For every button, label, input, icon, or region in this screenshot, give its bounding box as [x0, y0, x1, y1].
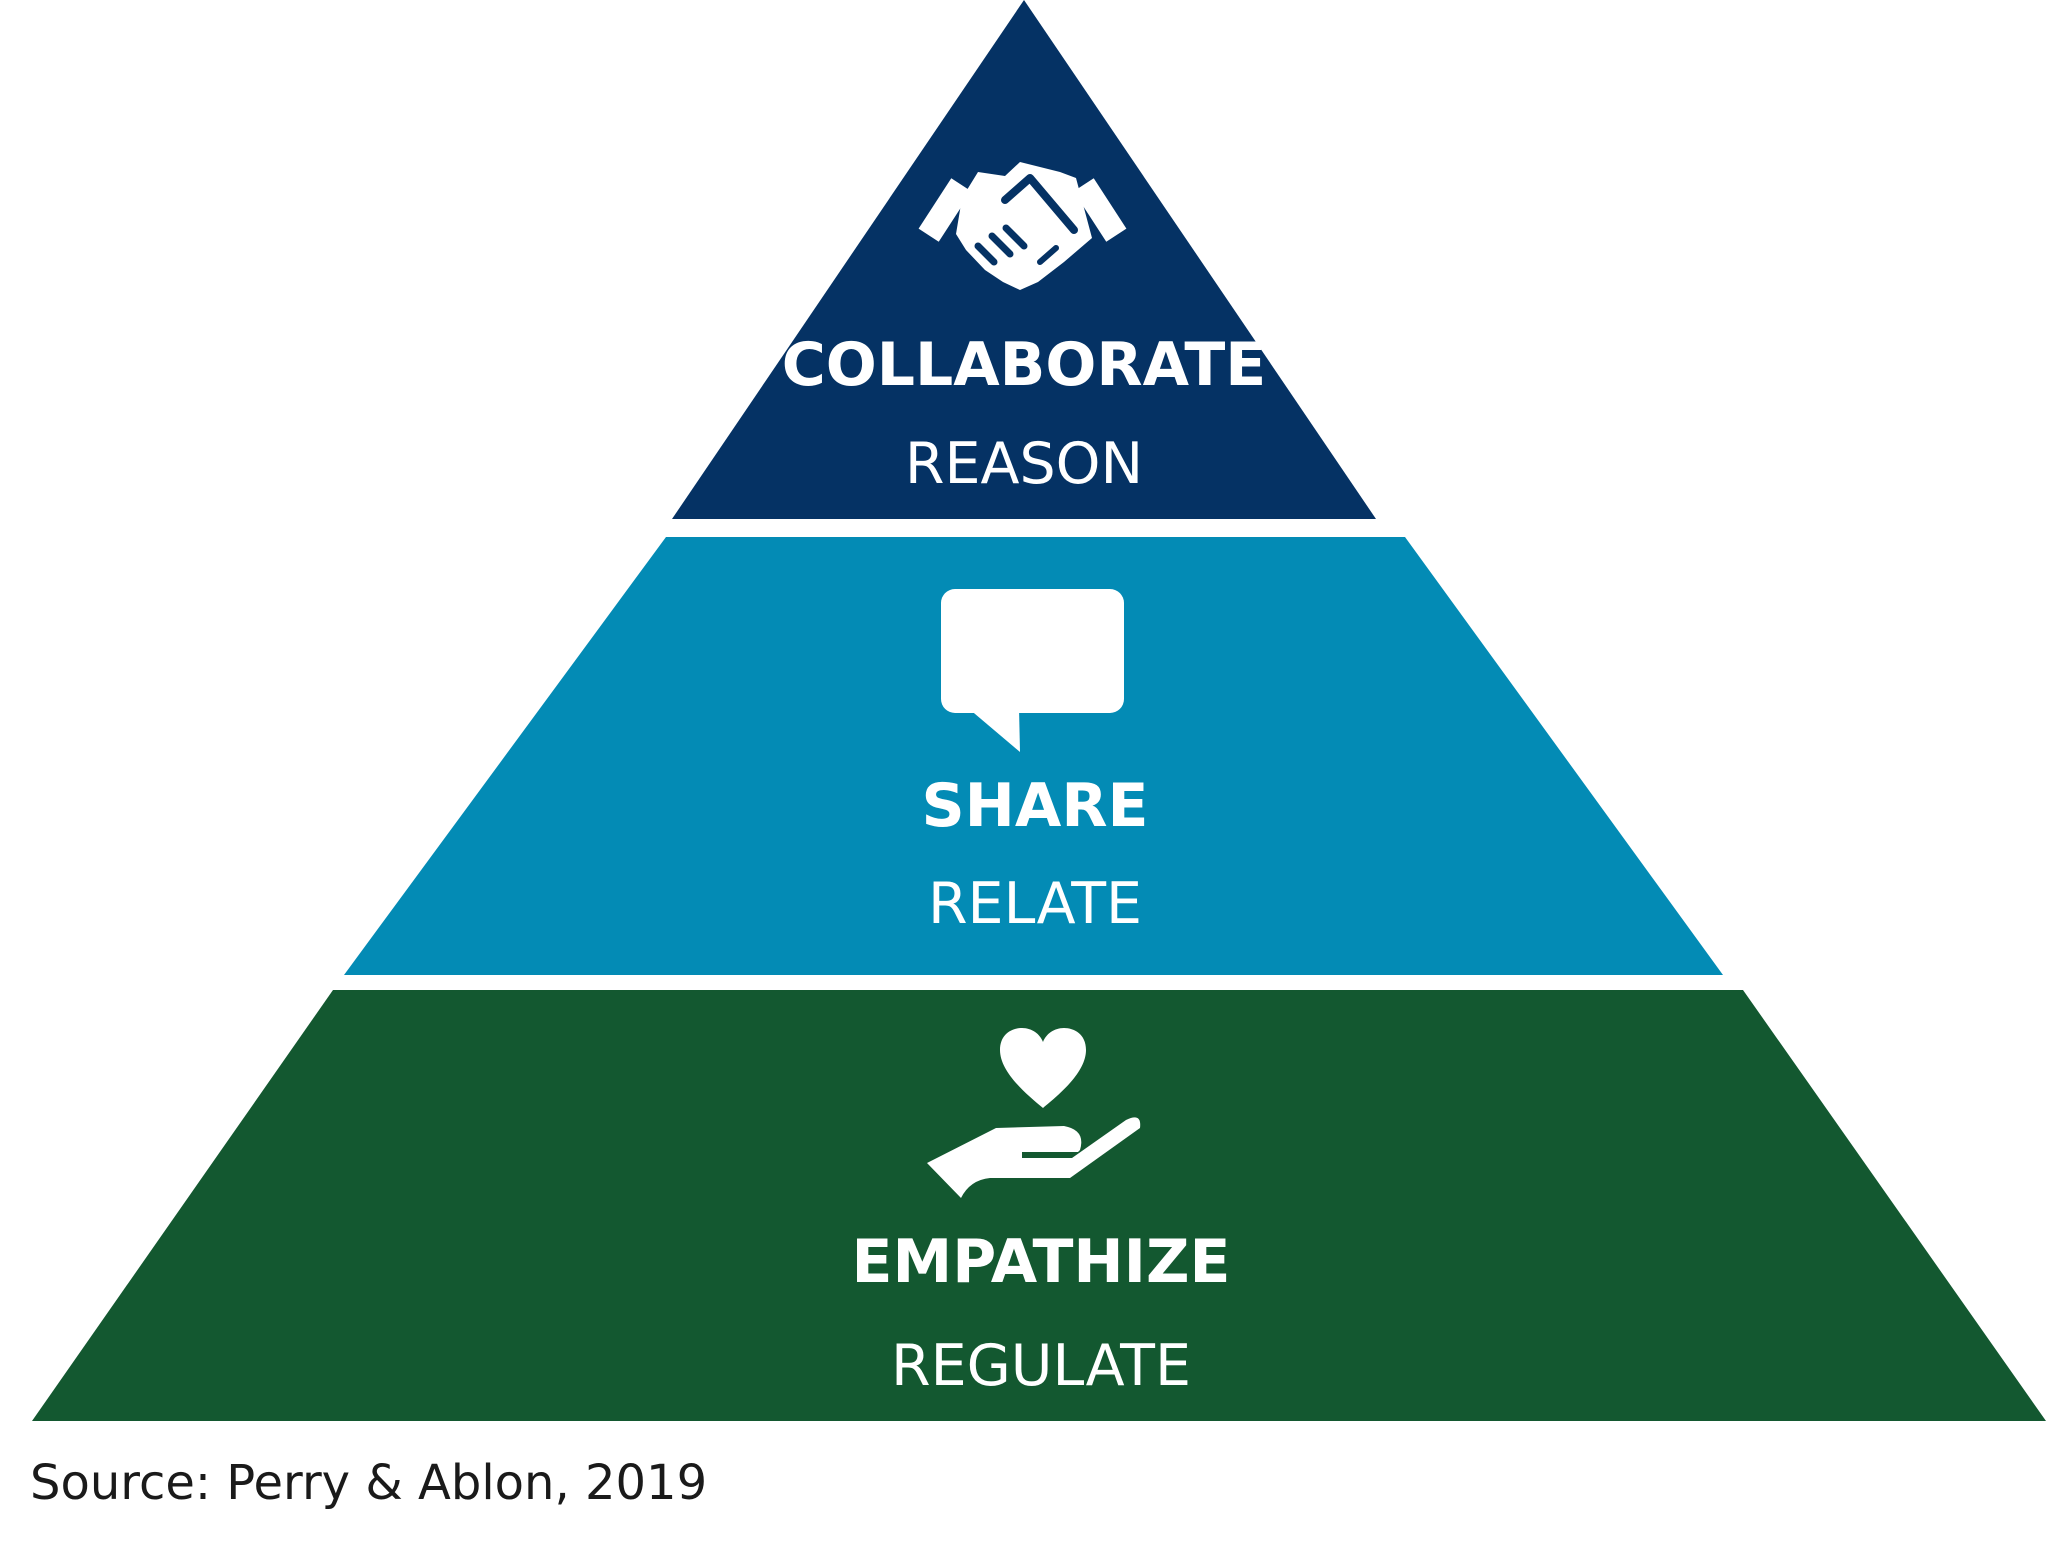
tier-share: SHARE RELATE [344, 537, 1723, 975]
source-citation: Source: Perry & Ablon, 2019 [30, 1455, 707, 1511]
tier-empathize-title: EMPATHIZE [852, 1227, 1231, 1297]
speech-bubble-icon [941, 589, 1124, 752]
tier-empathize-subtitle: REGULATE [891, 1333, 1191, 1399]
tier-collaborate-subtitle: REASON [905, 431, 1143, 497]
tier-collaborate-title: COLLABORATE [782, 330, 1267, 400]
tier-share-shape [344, 537, 1723, 975]
handshake-icon [918, 162, 1127, 290]
tier-empathize-shape [32, 990, 2046, 1421]
tier-collaborate: COLLABORATE REASON [672, 0, 1376, 519]
tier-empathize: EMPATHIZE REGULATE [32, 990, 2046, 1421]
tier-share-title: SHARE [921, 771, 1148, 841]
tier-share-subtitle: RELATE [928, 871, 1142, 937]
heart-hand-icon [927, 1028, 1141, 1198]
